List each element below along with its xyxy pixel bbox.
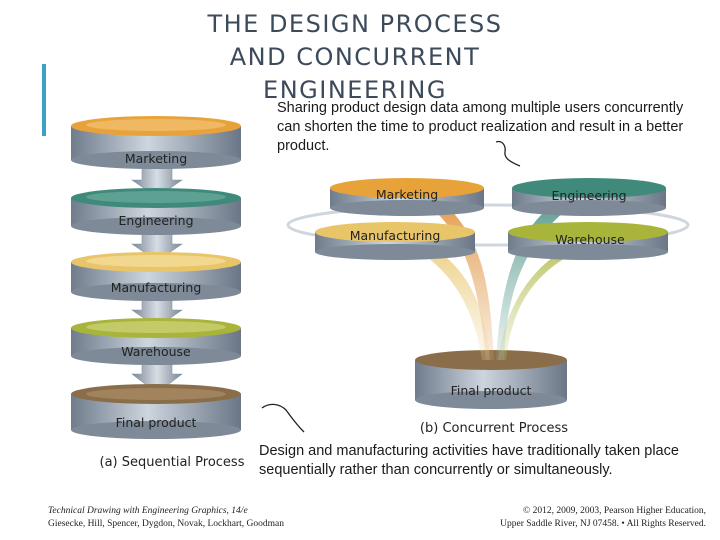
page-title: THE DESIGN PROCESS AND CONCURRENT ENGINE… — [140, 8, 570, 107]
concurrent-stage-manufacturing: Manufacturing — [315, 222, 475, 260]
concurrent-stage-label: Engineering — [552, 188, 627, 203]
page-title-line-2: AND CONCURRENT ENGINEERING — [229, 43, 481, 104]
footer-rights-line: Upper Saddle River, NJ 07458. • All Righ… — [500, 519, 706, 529]
title-accent-bar — [42, 64, 46, 136]
callout-pointer-concurrent — [495, 140, 521, 167]
footer-book-info: Technical Drawing with Engineering Graph… — [48, 505, 284, 531]
footer-book-title: Technical Drawing with Engineering Graph… — [48, 506, 248, 516]
concurrent-stage-label: Manufacturing — [350, 228, 441, 243]
sequential-stage-manufacturing: Manufacturing — [71, 252, 241, 301]
sequential-stage-label: Marketing — [125, 151, 187, 166]
footer-copyright-line: © 2012, 2009, 2003, Pearson Higher Educa… — [523, 506, 706, 516]
sequential-stage-marketing: Marketing — [71, 116, 241, 169]
concurrent-stage-label: Marketing — [376, 187, 438, 202]
sequential-stage-label: Warehouse — [121, 344, 191, 359]
sequential-caption: (a) Sequential Process — [100, 455, 245, 470]
page-title-line-1: THE DESIGN PROCESS — [207, 10, 503, 38]
sequential-process: Marketing Engineering Manufacturing Ware… — [71, 116, 245, 470]
concurrent-stage-warehouse: Warehouse — [508, 222, 668, 260]
footer-authors: Giesecke, Hill, Spencer, Dygdon, Novak, … — [48, 519, 285, 529]
sequential-stage-final-product: Final product — [71, 384, 241, 439]
concurrent-stage-engineering: Engineering — [512, 178, 666, 216]
sequential-stage-label: Engineering — [119, 213, 194, 228]
concurrent-final-label: Final product — [451, 383, 532, 398]
sequential-stage-engineering: Engineering — [71, 188, 241, 235]
concurrent-process: Final product Marketing Engineering — [286, 178, 690, 436]
callout-pointer-sequential — [261, 403, 305, 433]
footer-copyright: © 2012, 2009, 2003, Pearson Higher Educa… — [500, 505, 706, 531]
concurrent-stage-marketing: Marketing — [330, 178, 484, 216]
sequential-stage-label: Final product — [116, 415, 197, 430]
concurrent-stage-label: Warehouse — [555, 232, 625, 247]
concurrent-final-product: Final product — [415, 350, 567, 409]
sequential-stage-warehouse: Warehouse — [71, 318, 241, 365]
sequential-note: Design and manufacturing activities have… — [259, 443, 679, 478]
concurrent-caption: (b) Concurrent Process — [420, 421, 568, 436]
concurrent-note: Sharing product design data among multip… — [277, 100, 684, 154]
concurrent-ring — [286, 203, 690, 247]
sequential-stage-label: Manufacturing — [111, 280, 202, 295]
